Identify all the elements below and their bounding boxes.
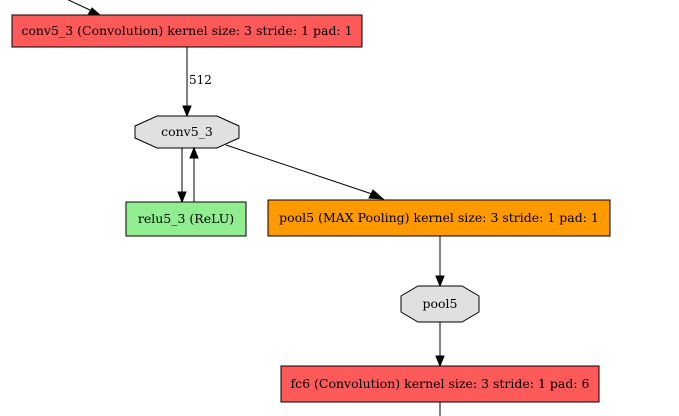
node-fc6-layer[interactable]: fc6 (Convolution) kernel size: 3 stride:… [280,365,600,403]
edge-pool5-blob-to-fc6-layer [435,322,445,368]
conv5_3-layer-label: conv5_3 (Convolution) kernel size: 3 str… [21,23,352,38]
relu5_3-label: relu5_3 (ReLU) [138,211,234,226]
fc6-layer-label: fc6 (Convolution) kernel size: 3 stride:… [290,376,589,391]
pool5-layer-box [267,199,611,237]
pool5-blob-label: pool5 [422,296,457,311]
pool5-blob-shape [400,285,480,323]
edge-relu5_3-to-conv5_3-blob [189,146,199,202]
edge-conv5_3-blob-to-pool5-layer [225,144,385,200]
node-pool5-layer[interactable]: pool5 (MAX Pooling) kernel size: 3 strid… [267,199,611,237]
fc6-layer-box [280,365,600,403]
pool5-layer-label: pool5 (MAX Pooling) kernel size: 3 strid… [279,210,599,225]
edge-conv5_3-blob-to-relu5_3 [177,148,187,204]
node-conv5_3-layer[interactable]: conv5_3 (Convolution) kernel size: 3 str… [11,14,363,48]
conv5_3-blob-label: conv5_3 [161,124,213,139]
edge-label-512: 512 [189,73,212,87]
node-relu5_3[interactable]: relu5_3 (ReLU) [125,201,247,237]
edge-conv5_3-layer-to-blob: 512 [182,47,212,118]
node-pool5-blob[interactable]: pool5 [400,285,480,323]
node-conv5_3-blob[interactable]: conv5_3 [134,115,240,149]
edge-incoming-to-conv5_3 [67,0,102,16]
conv5_3-layer-box [11,14,363,48]
edge-pool5-layer-to-blob [435,236,445,288]
conv5_3-blob-shape [134,115,240,149]
relu5_3-box [125,201,247,237]
